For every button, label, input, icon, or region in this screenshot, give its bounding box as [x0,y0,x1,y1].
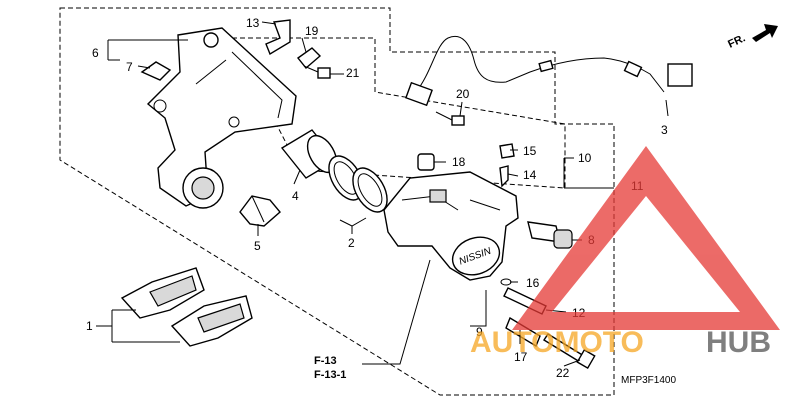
pad-spring[interactable] [140,61,172,81]
caliper-body[interactable]: NISSIN [383,171,519,281]
leader-lines [96,21,669,367]
callout-9: 9 [476,325,483,339]
callout-19: 19 [305,24,319,38]
callout-7: 7 [126,60,133,74]
sensor-bolt[interactable] [435,111,465,126]
watermark-text-2: HUB [706,326,771,359]
watermark: AUTOMOTO HUB [470,146,780,359]
bleeder-cap[interactable] [417,153,435,171]
caliper-bolt[interactable] [543,333,596,370]
bleeder-screw[interactable] [499,165,509,188]
front-direction-indicator: FR. [726,24,778,51]
reference-f13-1: F-13-1 [314,369,346,381]
callout-3: 3 [661,123,668,137]
hose-clamp[interactable] [296,47,322,70]
piston-seal-set[interactable] [322,150,394,218]
assembly-boundary [59,7,615,396]
callout-15: 15 [523,144,537,158]
pad-retainer[interactable] [239,195,281,227]
bleeder-cap-15[interactable] [499,143,515,159]
warning-triangle-icon [512,146,780,330]
callout-2: 2 [348,236,355,250]
callout-17: 17 [514,350,528,364]
bolt-21[interactable] [303,65,331,79]
callout-18: 18 [452,155,466,169]
callout-5: 5 [254,239,261,253]
watermark-text-1: AUTOMOTO [470,326,644,359]
speed-sensor[interactable] [405,36,693,107]
brake-pad-set[interactable] [120,267,253,347]
callout-22: 22 [556,366,570,380]
arrow-up-right-icon [752,24,778,42]
callout-21: 21 [346,66,360,80]
diagram-code: MFP3F1400 [621,375,676,386]
callout-20: 20 [456,87,470,101]
callout-10: 10 [578,151,592,165]
slide-pin-boot[interactable] [527,221,573,249]
callout-4: 4 [292,189,299,203]
front-direction-label: FR. [726,32,747,50]
clip[interactable] [265,19,291,56]
caliper-bracket[interactable] [146,27,297,209]
o-ring[interactable] [500,278,512,286]
callout-14: 14 [523,168,537,182]
reference-f13: F-13 [314,355,337,367]
callout-1: 1 [86,319,93,333]
callout-16: 16 [526,276,540,290]
callout-6: 6 [92,46,99,60]
callout-13: 13 [246,16,260,30]
